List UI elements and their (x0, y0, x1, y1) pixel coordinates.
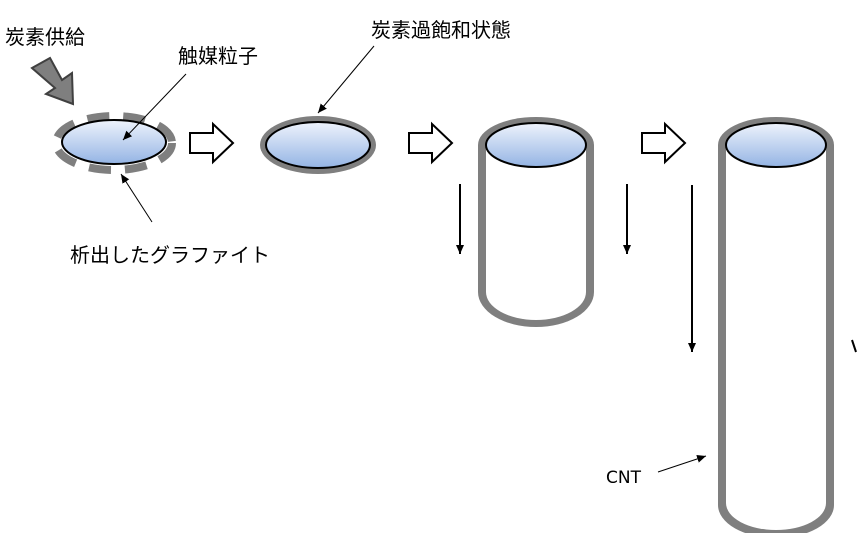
stage-2 (260, 116, 376, 174)
leader-catalyst-particle (122, 73, 187, 141)
growth-arrow-4-right (851, 339, 857, 353)
label-precipitated-graphite: 析出したグラファイト (70, 243, 270, 267)
catalyst-particle-3 (485, 122, 587, 168)
stage-1 (30, 56, 176, 174)
carbon-supply-arrow-icon (30, 56, 75, 106)
leader-precipitated-graphite (120, 173, 153, 223)
process-arrow-2-icon (408, 121, 454, 165)
catalyst-particle-1 (61, 119, 167, 165)
short-tube-interior (486, 145, 586, 320)
process-arrow-3-icon (641, 121, 687, 165)
leader-carbon-supersaturated (317, 45, 375, 114)
label-carbon-supersaturated: 炭素過飽和状態 (371, 18, 511, 42)
stage-4 (718, 117, 834, 538)
stage-3 (478, 117, 594, 327)
process-arrow-1-icon (189, 121, 235, 165)
precipitated-graphite-fragments (52, 112, 176, 174)
label-cnt: CNT (606, 468, 642, 488)
label-catalyst-particle: 触媒粒子 (178, 44, 258, 68)
label-carbon-supply: 炭素供給 (5, 25, 85, 49)
leader-cnt (657, 455, 707, 473)
catalyst-particle-2 (265, 121, 371, 169)
catalyst-particle-4 (725, 122, 827, 168)
long-tube-interior (726, 145, 826, 530)
